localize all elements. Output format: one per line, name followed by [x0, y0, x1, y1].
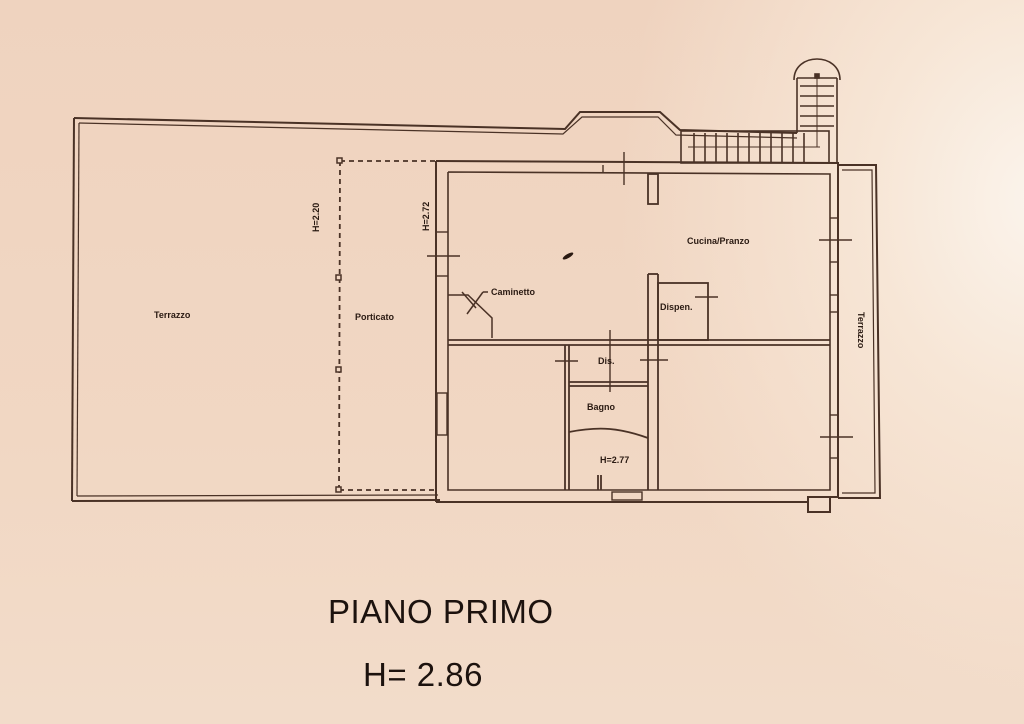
building-walls — [435, 160, 839, 513]
height-label-interior: H=2.72 — [421, 201, 431, 231]
window-marks — [427, 152, 853, 501]
room-label-cucina-pranzo: Cucina/Pranzo — [687, 236, 750, 246]
porticato-dashed-outline — [338, 160, 436, 491]
right-terrace-boundary — [838, 164, 882, 499]
height-label-bagno: H=2.77 — [600, 455, 630, 465]
height-label-porticato: H=2.20 — [311, 202, 321, 232]
staircase — [680, 58, 841, 164]
room-label-dispensa: Dispen. — [660, 302, 693, 312]
room-label-caminetto: Caminetto — [491, 287, 536, 297]
fireplace-symbol — [448, 291, 493, 338]
floor-title: PIANO PRIMO — [328, 593, 554, 630]
room-label-terrazzo-left: Terrazzo — [154, 310, 191, 320]
room-label-terrazzo-right: Terrazzo — [856, 312, 866, 349]
interior-walls — [448, 173, 830, 490]
floor-height: H= 2.86 — [363, 656, 483, 693]
room-label-porticato: Porticato — [355, 312, 395, 322]
room-label-disimpegno: Dis. — [598, 356, 615, 366]
room-label-bagno: Bagno — [587, 402, 615, 412]
